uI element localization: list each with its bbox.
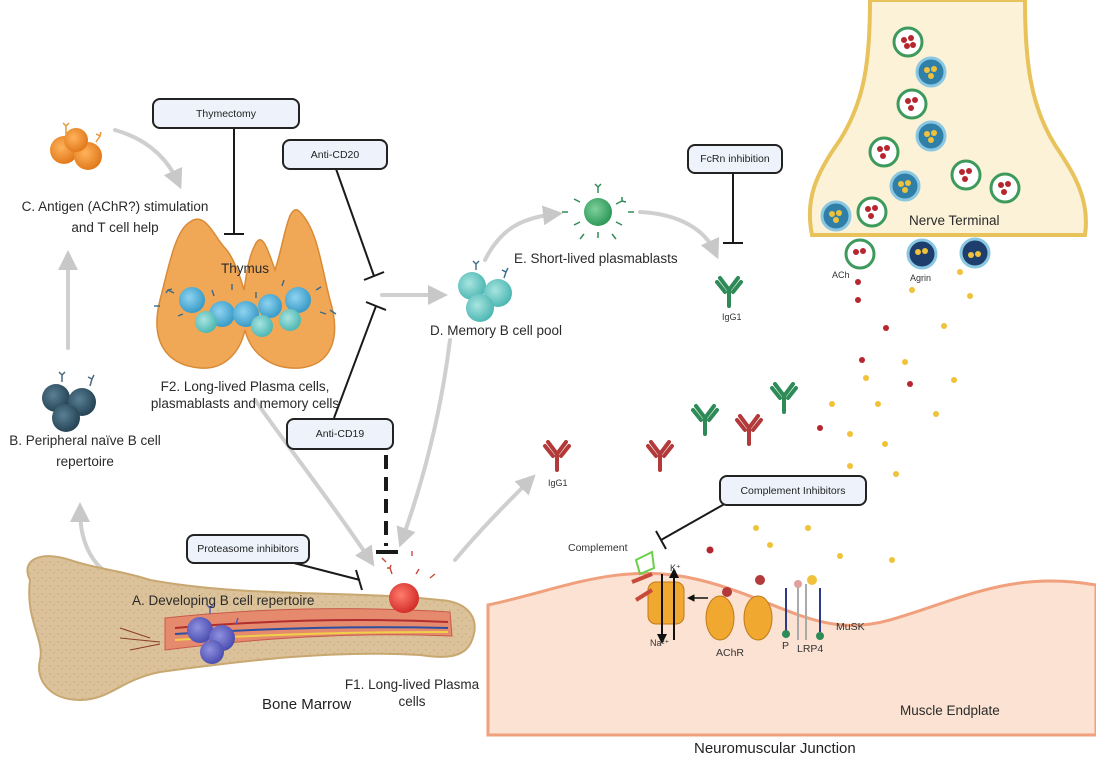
- anti-cd19-box: Anti-CD19: [286, 418, 394, 450]
- lrp4-label: LRP4: [797, 643, 824, 655]
- neurotransmitter-dots: [706, 269, 973, 563]
- inhibition-lines: [224, 128, 743, 591]
- igg1-label-mid: IgG1: [548, 478, 568, 488]
- synaptic-vesicles: [820, 26, 1021, 270]
- thymus-label: Thymus: [221, 261, 270, 276]
- f2-label: F2. Long-lived Plasma cells, plasmablast…: [120, 378, 370, 412]
- muscle-endplate-shape: [486, 571, 1096, 737]
- complement-label: Complement: [568, 542, 628, 554]
- k-ion-label: K⁺: [670, 563, 681, 573]
- proteasome-inhibitors-box: Proteasome inhibitors: [186, 534, 310, 564]
- nerve-terminal-shape: [807, 0, 1088, 237]
- antigen-cells: [50, 122, 102, 170]
- bone-marrow-illustration: [26, 551, 476, 702]
- musk-lrp4-proteins: [782, 575, 824, 640]
- complement-inhibitors-box: Complement Inhibitors: [719, 475, 867, 506]
- f1-label-line2: cells: [398, 694, 426, 709]
- igg1-label-top: IgG1: [722, 312, 742, 322]
- achr-receptors: [631, 550, 773, 644]
- naive-b-label: B. Peripheral naïve B cell repertoire: [0, 432, 170, 470]
- f2-label-line1: F2. Long-lived Plasma cells,: [160, 379, 330, 394]
- plasmablast-cell: [562, 183, 634, 240]
- naive-b-cells: [42, 371, 96, 432]
- ach-label: ACh: [832, 270, 850, 280]
- anti-cd20-box: Anti-CD20: [282, 139, 388, 170]
- achr-label: AChR: [716, 647, 745, 659]
- p-label: P: [782, 640, 790, 652]
- f1-label-line1: F1. Long-lived Plasma: [344, 677, 480, 692]
- developing-b-label: A. Developing B cell repertoire: [132, 593, 315, 608]
- na-ion-label: Na²⁺: [650, 638, 670, 648]
- musk-label: MuSK: [836, 621, 865, 633]
- fcrn-inhibition-box: FcRn inhibition: [687, 144, 783, 174]
- naive-b-label-line1: B. Peripheral naïve B cell: [9, 433, 161, 448]
- bone-marrow-label: Bone Marrow: [262, 696, 352, 713]
- plasmablasts-label: E. Short-lived plasmablasts: [514, 251, 678, 266]
- f1-label: F1. Long-lived Plasma cells: [330, 676, 494, 710]
- antigen-label-line1: C. Antigen (AChR?) stimulation: [21, 199, 209, 214]
- agrin-label: Agrin: [910, 273, 932, 283]
- f2-label-line2: plasmablasts and memory cells: [150, 396, 340, 411]
- memory-b-label: D. Memory B cell pool: [430, 323, 563, 338]
- antigen-label: C. Antigen (AChR?) stimulation and T cel…: [0, 198, 230, 236]
- antigen-label-line2: and T cell help: [71, 220, 159, 235]
- antibodies: [543, 276, 798, 472]
- nerve-terminal-label: Nerve Terminal: [909, 213, 1000, 228]
- thymus-organ: [154, 209, 337, 369]
- muscle-endplate-label: Muscle Endplate: [900, 703, 1000, 718]
- naive-b-label-line2: repertoire: [56, 454, 114, 469]
- nmj-label: Neuromuscular Junction: [694, 740, 856, 757]
- memory-b-cells: [458, 260, 512, 322]
- thymectomy-box: Thymectomy: [152, 98, 300, 129]
